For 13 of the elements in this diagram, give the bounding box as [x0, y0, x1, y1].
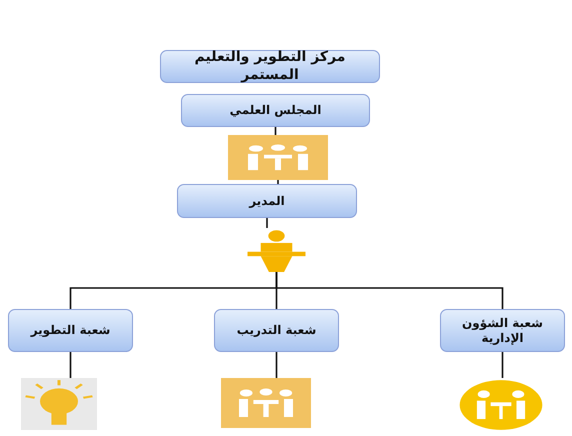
org-box: شعبة الشؤون الإدارية	[440, 309, 565, 352]
connector	[276, 272, 504, 309]
connector	[266, 218, 268, 228]
connector	[276, 352, 278, 378]
connector	[70, 352, 72, 378]
connector	[274, 127, 276, 135]
org-box: المجلس العلمي	[181, 94, 370, 127]
org-box: شعبة التطوير	[8, 309, 133, 352]
org-box: شعبة التدريب	[214, 309, 339, 352]
org-box: مركز التطوير والتعليم المستمر	[160, 50, 380, 83]
connector	[502, 352, 504, 378]
org-box: المدير	[177, 184, 357, 218]
connector	[277, 180, 279, 184]
